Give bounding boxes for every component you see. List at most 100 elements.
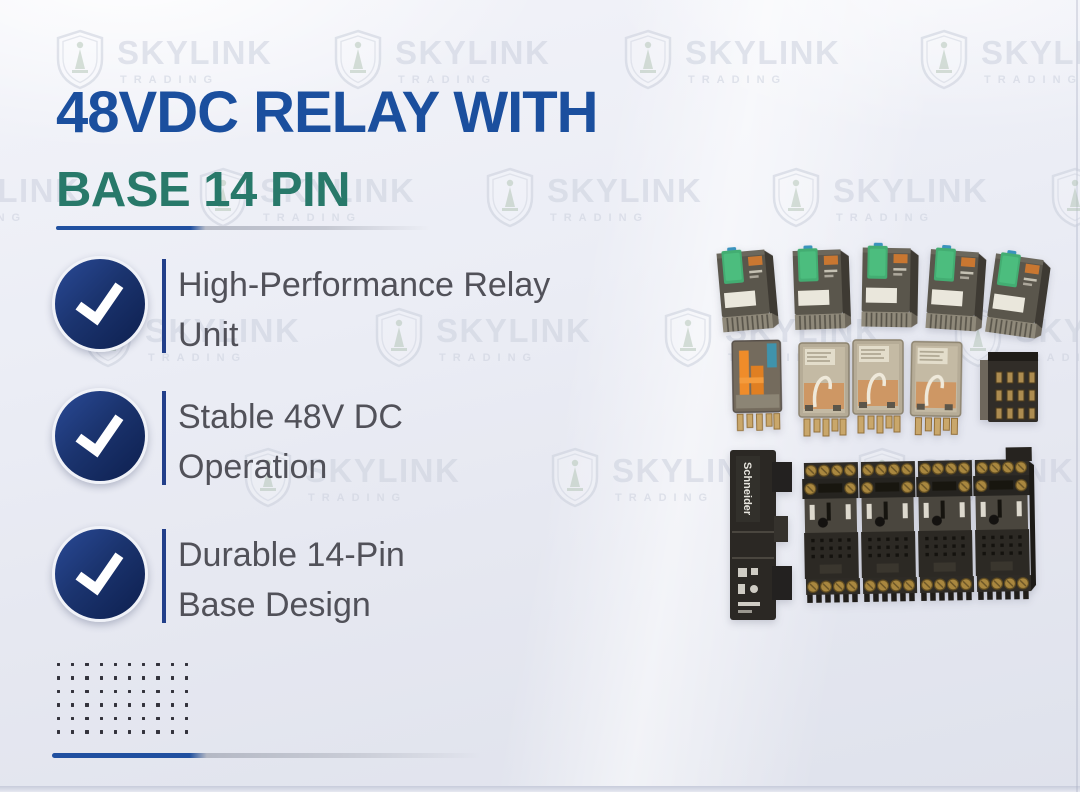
shield-logo-icon bbox=[56, 29, 104, 90]
feature-item-relay-unit: High-Performance Relay Unit bbox=[52, 256, 550, 360]
relay-clear-case-photo bbox=[851, 338, 905, 441]
watermark-brand-text: SKYLINK bbox=[833, 172, 989, 209]
watermark-brand-text: SKYLINK bbox=[305, 452, 461, 489]
brand-watermark: SKYLINK TRADING bbox=[240, 446, 460, 508]
relay-clear-case-photo bbox=[730, 337, 784, 441]
relay-photo bbox=[792, 245, 852, 330]
feature-item-base-design: Durable 14-Pin Base Design bbox=[52, 526, 405, 630]
relay-base-assembly-photo bbox=[802, 445, 1037, 610]
relay-photo bbox=[861, 242, 919, 328]
page-header: 48VDC RELAY WITH BASE 14 PIN bbox=[56, 80, 599, 217]
page-title: 48VDC RELAY WITH bbox=[56, 80, 599, 145]
watermark-sub-text: TRADING bbox=[688, 74, 788, 86]
relay-pin-block-photo bbox=[980, 352, 1038, 422]
dots-pattern bbox=[57, 663, 188, 734]
check-badge bbox=[52, 526, 148, 622]
watermark-brand-text: SKYLINK bbox=[0, 172, 81, 209]
feature-line: Durable 14-Pin bbox=[178, 536, 405, 574]
brand-watermark: SKYLINK TRADING bbox=[768, 166, 988, 228]
watermark-sub-text: TRADING bbox=[120, 74, 220, 86]
shield-logo-icon bbox=[486, 167, 534, 228]
watermark-brand-text: SKYLINK bbox=[547, 172, 703, 209]
bottom-edge-strip bbox=[0, 786, 1080, 792]
shield-logo-icon bbox=[334, 29, 382, 90]
feature-separator bbox=[162, 391, 166, 485]
watermark-sub-text: TRADING bbox=[0, 212, 28, 224]
relay-unit-photo bbox=[921, 244, 993, 341]
relay-unit-photo bbox=[857, 242, 925, 336]
watermark-brand-text: SKYLINK bbox=[981, 34, 1080, 71]
checkmark-icon bbox=[75, 282, 124, 326]
feature-text: Stable 48V DC Operation bbox=[178, 392, 403, 492]
shield-logo-icon bbox=[375, 307, 423, 368]
shield-logo-icon bbox=[624, 29, 672, 90]
watermark-brand-text: SKYLINK bbox=[260, 172, 416, 209]
relay-unit-photo bbox=[788, 244, 857, 339]
brand-watermark: SKYLINK TRADING bbox=[620, 28, 840, 90]
watermark-sub-text: TRADING bbox=[148, 352, 248, 364]
feature-line: Unit bbox=[178, 316, 239, 354]
watermark-sub-text: TRADING bbox=[615, 492, 715, 504]
feature-line: Operation bbox=[178, 448, 328, 486]
brand-watermark: SKYLINK TRADING bbox=[482, 166, 702, 228]
relay-photo bbox=[731, 339, 783, 432]
shield-logo-icon bbox=[551, 447, 599, 508]
brand-watermark: SKYLINK TRADING bbox=[330, 28, 550, 90]
brand-watermark: SKYLINK TRADING bbox=[371, 306, 591, 368]
relay-base-side-photo: Schneider bbox=[720, 446, 798, 629]
watermark-sub-text: TRADING bbox=[984, 74, 1080, 86]
relay-clear-case-photo bbox=[908, 340, 964, 444]
relay-clear-case-photo bbox=[797, 341, 851, 444]
watermark-brand-text: SKYLINK bbox=[145, 312, 301, 349]
watermark-brand-text: SKYLINK bbox=[395, 34, 551, 71]
checkmark-icon bbox=[75, 414, 124, 458]
feature-separator bbox=[162, 259, 166, 353]
watermark-sub-text: TRADING bbox=[398, 74, 498, 86]
watermark-sub-text: TRADING bbox=[308, 492, 408, 504]
relay-base-side-photo: Schneider bbox=[730, 450, 792, 620]
relay-photo bbox=[925, 244, 987, 332]
check-badge bbox=[52, 388, 148, 484]
accent-line bbox=[52, 753, 482, 758]
shield-logo-icon bbox=[1051, 167, 1080, 228]
watermark-brand-text: SKYLINK bbox=[685, 34, 841, 71]
relay-photo bbox=[716, 247, 779, 333]
title-underline bbox=[56, 226, 430, 230]
base-brand-label: Schneider bbox=[741, 462, 753, 516]
feature-text: High-Performance Relay Unit bbox=[178, 260, 550, 360]
right-edge-line bbox=[1076, 0, 1078, 792]
relay-unit-photo bbox=[712, 243, 786, 341]
brand-watermark: SKYLINK TRADING bbox=[52, 28, 272, 90]
feature-separator bbox=[162, 529, 166, 623]
watermark-sub-text: TRADING bbox=[263, 212, 363, 224]
relay-photo bbox=[985, 250, 1051, 339]
feature-item-48v-operation: Stable 48V DC Operation bbox=[52, 388, 403, 492]
relay-photo bbox=[798, 342, 850, 437]
shield-logo-icon bbox=[772, 167, 820, 228]
brand-watermark: SKYLINK TRADING bbox=[916, 28, 1080, 90]
relay-base-assembly-photo bbox=[802, 447, 1037, 603]
relay-pin-block-photo bbox=[976, 350, 1040, 431]
relay-photo bbox=[852, 339, 904, 434]
watermark-sub-text: TRADING bbox=[836, 212, 936, 224]
watermark-sub-text: TRADING bbox=[550, 212, 650, 224]
shield-logo-icon bbox=[920, 29, 968, 90]
feature-line: Stable 48V DC bbox=[178, 398, 403, 436]
feature-text: Durable 14-Pin Base Design bbox=[178, 530, 405, 630]
brand-watermark: SKYLINK TRADING bbox=[195, 166, 415, 228]
shield-logo-icon bbox=[664, 307, 712, 368]
checkmark-icon bbox=[75, 552, 124, 596]
brand-watermark: SKYLINK TRADING bbox=[0, 166, 80, 228]
watermark-sub-text: TRADING bbox=[439, 352, 539, 364]
page-subtitle: BASE 14 PIN bbox=[56, 163, 351, 217]
relay-unit-photo bbox=[980, 248, 1058, 349]
feature-line: High-Performance Relay bbox=[178, 266, 551, 304]
feature-line: Base Design bbox=[178, 586, 371, 624]
relay-photo bbox=[909, 340, 963, 436]
watermark-brand-text: SKYLINK bbox=[117, 34, 273, 71]
check-badge bbox=[52, 256, 148, 352]
watermark-brand-text: SKYLINK bbox=[436, 312, 592, 349]
